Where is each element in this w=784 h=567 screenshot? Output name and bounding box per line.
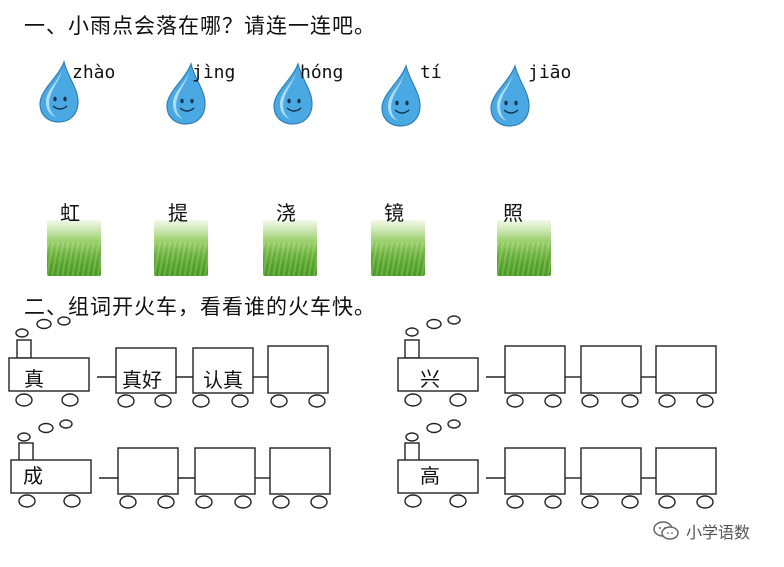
watermark-text: 小学语数: [686, 523, 751, 542]
train-3: [10, 419, 331, 509]
train-engine-label: 真: [24, 367, 44, 391]
grass-image[interactable]: [47, 220, 101, 276]
pinyin-label: tí: [420, 62, 442, 83]
wechat-icon: [653, 521, 679, 540]
grass-image[interactable]: [154, 220, 208, 276]
train-engine-label: 高: [420, 464, 440, 488]
watermark: 小学语数: [652, 519, 750, 543]
train-2: [397, 315, 717, 408]
pinyin-label: zhào: [72, 62, 116, 83]
grass-character: 浇: [276, 201, 296, 225]
train-car-label[interactable]: 认真: [203, 368, 243, 392]
pinyin-label: jiāo: [528, 62, 572, 83]
section1-title: 一、小雨点会落在哪？请连一连吧。: [24, 14, 376, 38]
grass-image[interactable]: [263, 220, 317, 276]
grass-character: 镜: [384, 201, 404, 225]
train-engine-label: 兴: [420, 367, 440, 391]
pinyin-label: jìng: [192, 62, 236, 83]
train-car-label[interactable]: 真好: [122, 368, 162, 392]
section2-title: 二、组词开火车，看看谁的火车快。: [24, 295, 376, 319]
pinyin-label: hóng: [300, 62, 344, 83]
grass-image[interactable]: [371, 220, 425, 276]
grass-character: 虹: [60, 201, 80, 225]
train-1: [8, 316, 329, 408]
grass-character: 提: [168, 201, 188, 225]
train-4: [397, 419, 717, 509]
grass-image[interactable]: [497, 220, 551, 276]
train-engine-label: 成: [23, 464, 43, 488]
grass-character: 照: [503, 201, 523, 225]
